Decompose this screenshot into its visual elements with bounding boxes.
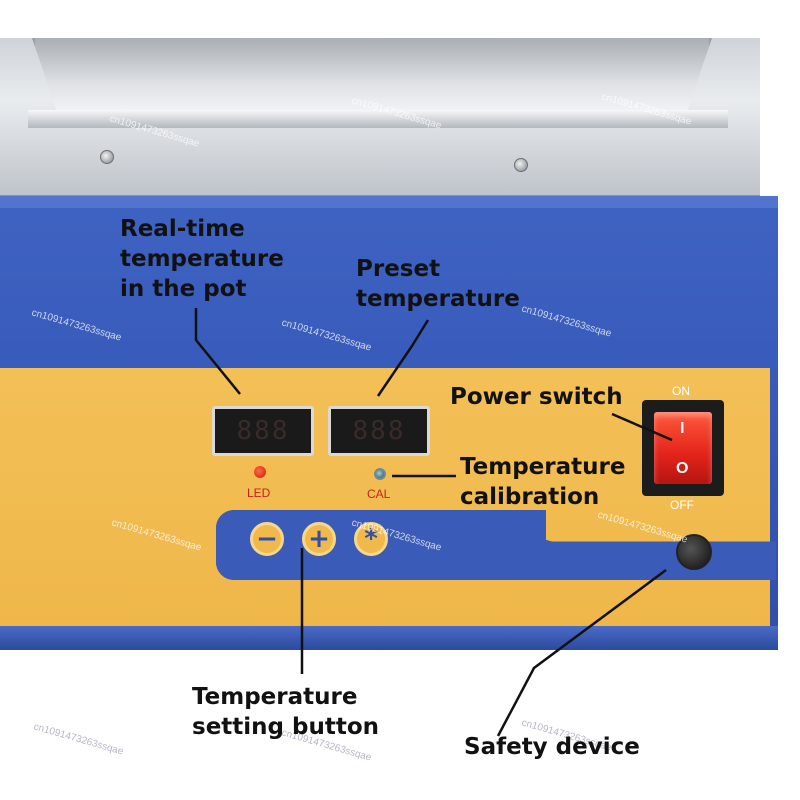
callout-realtime-line3: in the pot <box>120 276 247 302</box>
led-label: LED <box>247 486 271 500</box>
line-safety <box>496 568 667 737</box>
switch-off-mark: O <box>676 460 689 477</box>
line-power <box>611 412 673 442</box>
callout-realtime-line2: temperature <box>120 246 284 272</box>
machine-body-edge <box>0 196 778 208</box>
callout-preset-line1: Preset <box>356 256 441 282</box>
solder-pot-basin <box>32 38 712 118</box>
on-label: ON <box>672 384 690 398</box>
led-indicator <box>254 466 266 478</box>
callout-power-switch: Power switch <box>450 384 623 410</box>
solder-pot-rim <box>28 110 728 128</box>
callout-realtime: Real-time temperature in the pot <box>120 214 284 304</box>
realtime-temperature-display: 888 <box>212 406 314 456</box>
minus-button[interactable]: − <box>250 522 284 556</box>
off-label: OFF <box>670 498 694 512</box>
plus-button[interactable]: + <box>302 522 336 556</box>
screw-right <box>514 158 528 172</box>
machine-base <box>0 626 778 650</box>
line-realtime <box>194 308 241 395</box>
screw-left <box>100 150 114 164</box>
callout-realtime-line1: Real-time <box>120 216 245 242</box>
callout-safety-device: Safety device <box>464 734 640 760</box>
switch-on-mark: I <box>680 420 685 437</box>
safety-fuse[interactable] <box>676 534 712 570</box>
set-button[interactable]: * <box>354 522 388 556</box>
callout-calibration-line2: calibration <box>460 484 600 510</box>
line-preset <box>376 319 430 397</box>
callout-setting-button: Temperature setting button <box>192 682 379 742</box>
preset-temperature-display: 888 <box>328 406 430 456</box>
callout-preset: Preset temperature <box>356 254 520 314</box>
callout-preset-line2: temperature <box>356 286 520 312</box>
power-switch[interactable] <box>654 412 712 484</box>
callout-calibration-line1: Temperature <box>460 454 626 480</box>
callout-setting-line1: Temperature <box>192 684 358 710</box>
callout-setting-line2: setting button <box>192 714 380 740</box>
calibration-port[interactable] <box>374 468 386 480</box>
cal-label: CAL <box>367 487 391 501</box>
callout-calibration: Temperature calibration <box>460 452 625 512</box>
